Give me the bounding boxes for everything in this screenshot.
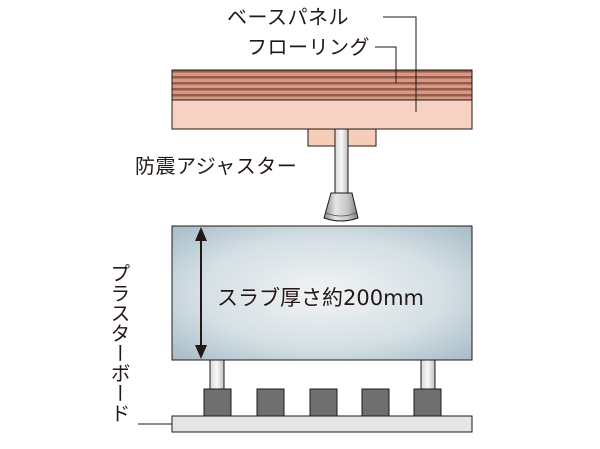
flooring-label: フローリング xyxy=(247,35,370,59)
support-leg-left xyxy=(209,359,225,392)
base-panel xyxy=(171,99,473,130)
slab-thickness-arrow xyxy=(195,227,207,359)
support-block xyxy=(361,388,390,417)
support-block xyxy=(413,388,442,417)
support-block xyxy=(256,388,285,417)
support-leg-right xyxy=(420,359,436,392)
flooring-layer xyxy=(171,69,473,101)
plasterboard-label: プラスターボード xyxy=(107,263,131,423)
support-block xyxy=(309,388,338,417)
plasterboard-layer xyxy=(171,415,473,433)
adjuster-label: 防震アジャスター xyxy=(135,154,298,178)
adjuster-shaft xyxy=(334,128,349,194)
base-panel-label: ベースパネル xyxy=(227,5,349,29)
adjuster-foot xyxy=(323,192,359,222)
leader-lines xyxy=(138,16,417,425)
slab-thickness-label: スラブ厚さ約200mm xyxy=(217,286,424,310)
support-block xyxy=(203,388,232,417)
concrete-slab xyxy=(171,225,473,361)
